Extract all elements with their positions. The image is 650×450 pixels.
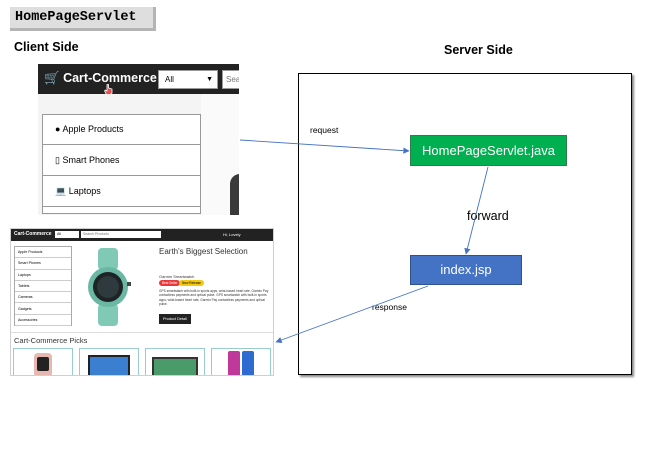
product-detail-button[interactable]: Product Detail: [159, 314, 191, 324]
apple-icon: ●: [55, 124, 61, 134]
client-side-heading: Client Side: [14, 40, 79, 54]
client-screenshot-homepage: Cart-Commerce All Search Products Hi, Lo…: [10, 228, 274, 376]
menu-item[interactable]: Laptops: [15, 270, 71, 281]
forward-label: forward: [467, 209, 509, 223]
search-input[interactable]: Sea: [222, 70, 239, 89]
chevron-down-icon: ▼: [206, 76, 213, 83]
menu-item[interactable]: Tablets: [15, 281, 71, 293]
index-jsp-node: index.jsp: [410, 255, 522, 285]
store-navbar: 🛒 Cart-Commerce All ▼ Sea: [38, 64, 239, 94]
diagram-title: HomePageServlet: [10, 7, 156, 31]
response-label: response: [372, 302, 407, 312]
search-input[interactable]: Search Products: [81, 231, 161, 238]
menu-item[interactable]: Apple Products: [15, 247, 71, 259]
homepage-servlet-node: HomePageServlet.java: [410, 135, 567, 166]
forward-arrow: [464, 166, 489, 255]
server-side-heading: Server Side: [444, 43, 513, 57]
menu-item[interactable]: Gadgets: [15, 304, 71, 315]
category-select[interactable]: All: [55, 231, 79, 238]
smartwatch-image: [88, 248, 131, 326]
request-arrow: [239, 139, 410, 154]
pick-card-phone[interactable]: [211, 348, 271, 375]
watch-edge-image: [230, 174, 239, 215]
section-divider: [11, 332, 273, 333]
pick-card-laptop[interactable]: [79, 348, 139, 375]
menu-item[interactable]: Accessories: [15, 315, 71, 327]
menu-item[interactable]: Smart Phones: [15, 258, 71, 270]
user-greeting[interactable]: Hi, Lovely: [223, 232, 241, 237]
hand-cursor-icon: [104, 84, 113, 95]
menu-item-laptops[interactable]: 💻 Laptops: [43, 177, 200, 207]
store-logo[interactable]: Cart-Commerce: [14, 231, 52, 237]
category-menu: Apple Products Smart Phones Laptops Tabl…: [14, 246, 72, 327]
pick-card-tablet[interactable]: [145, 348, 205, 375]
laptop-icon: 💻: [55, 186, 67, 196]
pick-card-watch[interactable]: [13, 348, 73, 375]
hero-title: Earth's Biggest Selection: [159, 247, 248, 256]
product-name: Garmin Smartwatch: [159, 274, 195, 279]
category-select[interactable]: All ▼: [158, 70, 218, 89]
product-description: GPS smartwatch with built-in sports apps…: [159, 289, 269, 306]
picks-title: Cart-Commerce Picks: [14, 336, 88, 345]
menu-item[interactable]: Cameras: [15, 292, 71, 304]
store-logo[interactable]: 🛒 Cart-Commerce: [44, 71, 157, 85]
client-screenshot-zoomed: 🛒 Cart-Commerce All ▼ Sea ● Apple Produc…: [38, 64, 239, 215]
cart-icon: 🛒: [44, 71, 60, 85]
menu-item-apple-products[interactable]: ● Apple Products: [43, 115, 200, 145]
new-release-badge: New Release: [179, 280, 204, 286]
request-label: request: [310, 125, 339, 135]
menu-item-smart-phones[interactable]: ▯ Smart Phones: [43, 146, 200, 176]
category-menu: ● Apple Products ▯ Smart Phones 💻 Laptop…: [42, 114, 201, 214]
phone-icon: ▯: [55, 155, 60, 165]
best-seller-badge: Best Seller: [159, 280, 181, 286]
response-arrow: [275, 285, 429, 343]
store-navbar: Cart-Commerce All Search Products Hi, Lo…: [11, 229, 273, 241]
server-side-box: [298, 73, 632, 375]
